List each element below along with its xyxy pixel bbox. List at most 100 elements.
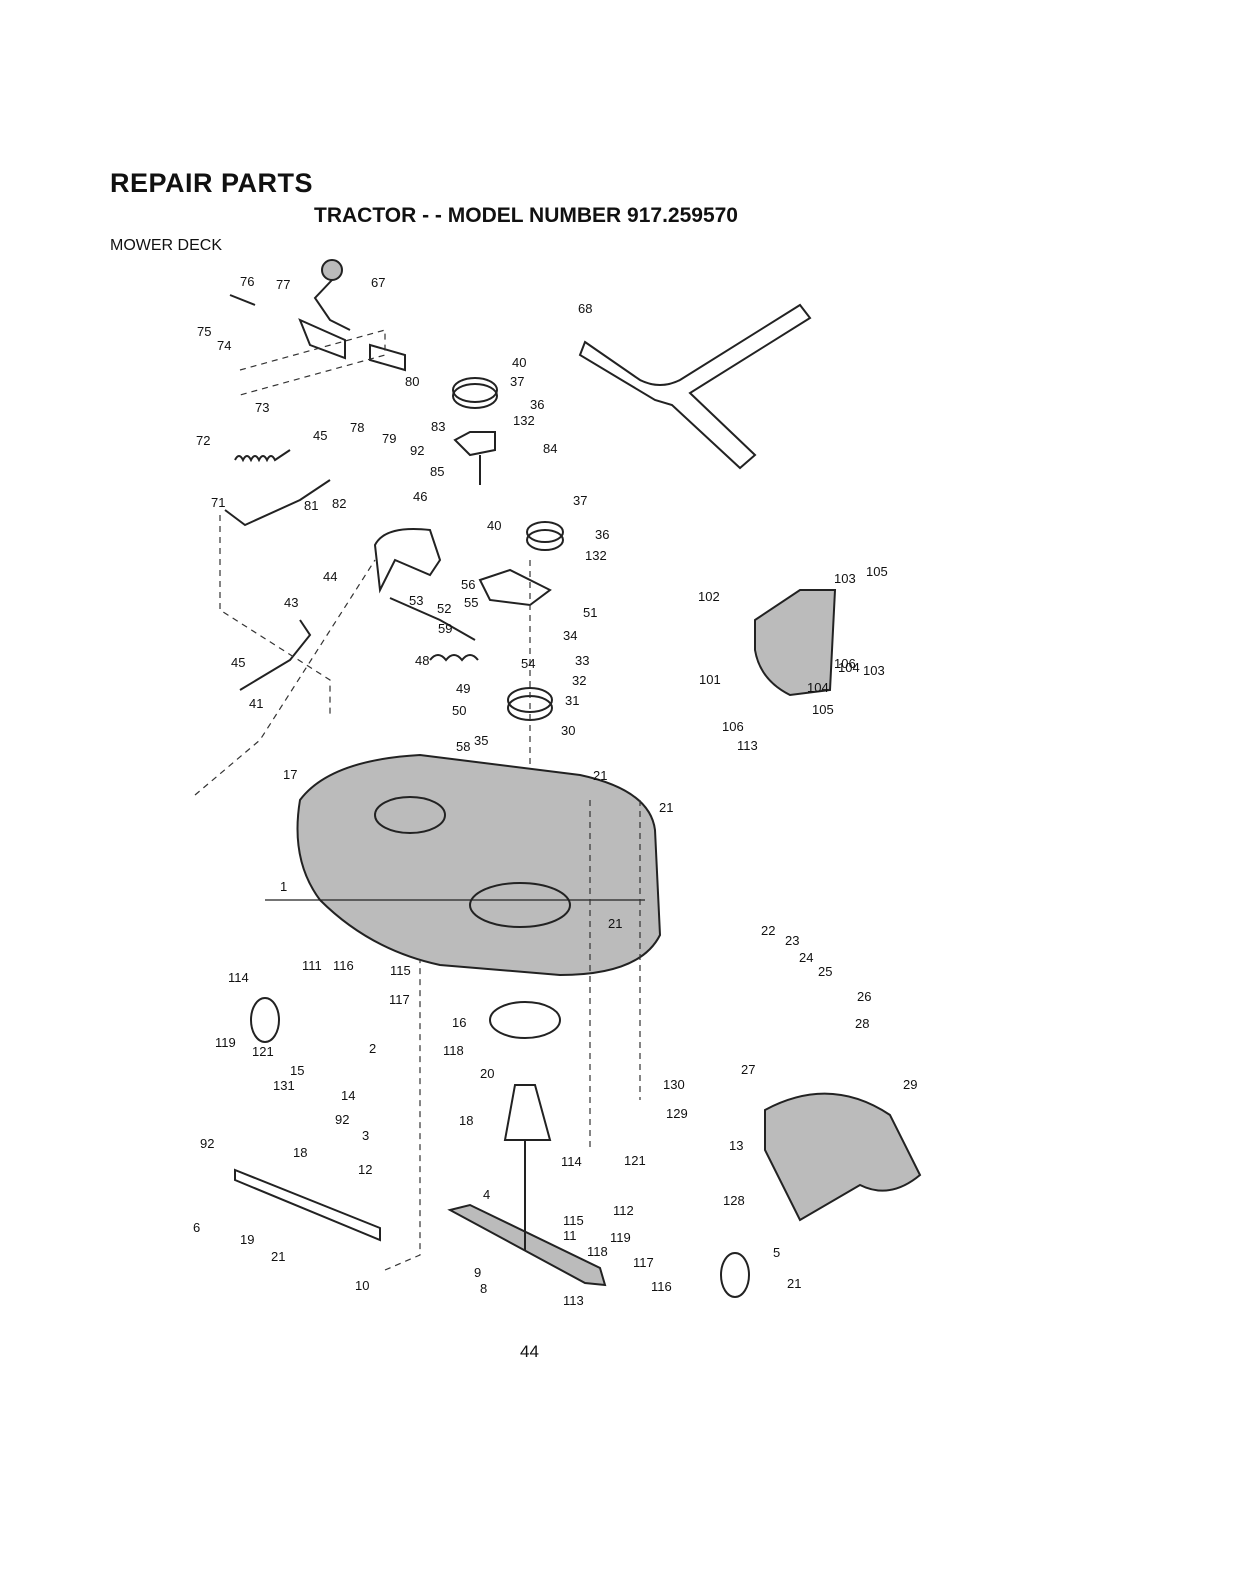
drive-belt-illustration	[578, 303, 812, 470]
part-callout-77: 77	[276, 277, 290, 292]
part-callout-115: 115	[390, 963, 411, 978]
part-callout-15: 15	[290, 1063, 304, 1078]
part-callout-118: 118	[587, 1244, 608, 1259]
part-callout-12: 12	[358, 1162, 372, 1177]
part-callout-131: 131	[273, 1078, 295, 1093]
part-callout-32: 32	[572, 673, 586, 688]
part-callout-128: 128	[723, 1193, 745, 1208]
part-callout-11: 11	[563, 1228, 577, 1243]
part-callout-31: 31	[565, 693, 579, 708]
left-gauge-wheel	[250, 997, 280, 1043]
part-callout-21: 21	[787, 1276, 801, 1291]
part-callout-119: 119	[215, 1035, 236, 1050]
rear-linkage-illustration	[239, 619, 312, 691]
part-callout-33: 33	[575, 653, 589, 668]
part-callout-17: 17	[283, 767, 297, 782]
part-callout-104: 104	[838, 660, 860, 675]
part-callout-49: 49	[456, 681, 470, 696]
part-callout-22: 22	[761, 923, 775, 938]
part-callout-13: 13	[729, 1138, 743, 1153]
part-callout-2: 2	[369, 1041, 376, 1056]
discharge-chute-illustration	[764, 1092, 922, 1222]
part-callout-8: 8	[480, 1281, 487, 1296]
spring-illustration	[234, 449, 291, 463]
part-callout-21: 21	[271, 1249, 285, 1264]
part-callout-9: 9	[474, 1265, 481, 1280]
part-callout-50: 50	[452, 703, 466, 718]
part-callout-21: 21	[593, 768, 607, 783]
part-callout-115: 115	[563, 1213, 584, 1228]
part-callout-103: 103	[834, 571, 856, 586]
part-callout-112: 112	[613, 1203, 634, 1218]
part-callout-101: 101	[699, 672, 721, 687]
part-callout-54: 54	[521, 656, 535, 671]
part-callout-19: 19	[240, 1232, 254, 1247]
part-callout-21: 21	[659, 800, 673, 815]
part-callout-81: 81	[304, 498, 318, 513]
part-callout-92: 92	[410, 443, 424, 458]
mower-deck-illustration	[296, 753, 662, 977]
part-callout-132: 132	[585, 548, 607, 563]
part-callout-40: 40	[512, 355, 526, 370]
part-callout-102: 102	[698, 589, 720, 604]
part-callout-116: 116	[333, 958, 354, 973]
part-callout-23: 23	[785, 933, 799, 948]
part-callout-68: 68	[578, 301, 592, 316]
part-callout-44: 44	[323, 569, 337, 584]
part-callout-74: 74	[217, 338, 231, 353]
part-callout-71: 71	[211, 495, 225, 510]
part-callout-116: 116	[651, 1279, 672, 1294]
part-callout-84: 84	[543, 441, 557, 456]
part-callout-24: 24	[799, 950, 813, 965]
bearing-ring-illustration	[489, 1001, 561, 1039]
part-callout-118: 118	[443, 1043, 464, 1058]
part-callout-79: 79	[382, 431, 396, 446]
part-callout-36: 36	[530, 397, 544, 412]
part-callout-4: 4	[483, 1187, 490, 1202]
spindle-housing-illustration	[503, 1084, 552, 1141]
part-callout-106: 106	[722, 719, 744, 734]
part-callout-59: 59	[438, 621, 452, 636]
part-callout-80: 80	[405, 374, 419, 389]
part-callout-85: 85	[430, 464, 444, 479]
part-callout-21: 21	[608, 916, 622, 931]
section-title: MOWER DECK	[110, 237, 222, 254]
part-callout-6: 6	[193, 1220, 200, 1235]
part-callout-56: 56	[461, 577, 475, 592]
part-callout-37: 37	[573, 493, 587, 508]
lift-handle-assembly	[229, 259, 406, 396]
part-callout-75: 75	[197, 324, 211, 339]
part-callout-52: 52	[437, 601, 451, 616]
part-callout-105: 105	[866, 564, 888, 579]
part-callout-43: 43	[284, 595, 298, 610]
lift-rod-illustration	[224, 479, 331, 527]
part-callout-14: 14	[341, 1088, 355, 1103]
part-callout-51: 51	[583, 605, 597, 620]
part-callout-40: 40	[487, 518, 501, 533]
part-callout-27: 27	[741, 1062, 755, 1077]
part-callout-35: 35	[474, 733, 488, 748]
idler-pulley-illustration	[389, 521, 564, 662]
part-callout-129: 129	[666, 1106, 688, 1121]
part-callout-45: 45	[231, 655, 245, 670]
part-callout-37: 37	[510, 374, 524, 389]
part-callout-92: 92	[335, 1112, 349, 1127]
deck-left-spindle	[374, 796, 446, 834]
part-callout-28: 28	[855, 1016, 869, 1031]
part-callout-30: 30	[561, 723, 575, 738]
part-callout-29: 29	[903, 1077, 917, 1092]
part-callout-46: 46	[413, 489, 427, 504]
part-callout-67: 67	[371, 275, 385, 290]
part-callout-1: 1	[280, 879, 287, 894]
part-callout-119: 119	[610, 1230, 631, 1245]
part-callout-41: 41	[249, 696, 263, 711]
part-callout-72: 72	[196, 433, 210, 448]
part-callout-26: 26	[857, 989, 871, 1004]
right-gauge-wheel	[720, 1252, 750, 1298]
part-callout-132: 132	[513, 413, 535, 428]
part-callout-16: 16	[452, 1015, 466, 1030]
part-callout-3: 3	[362, 1128, 369, 1143]
part-callout-114: 114	[561, 1154, 582, 1169]
part-callout-18: 18	[459, 1113, 473, 1128]
